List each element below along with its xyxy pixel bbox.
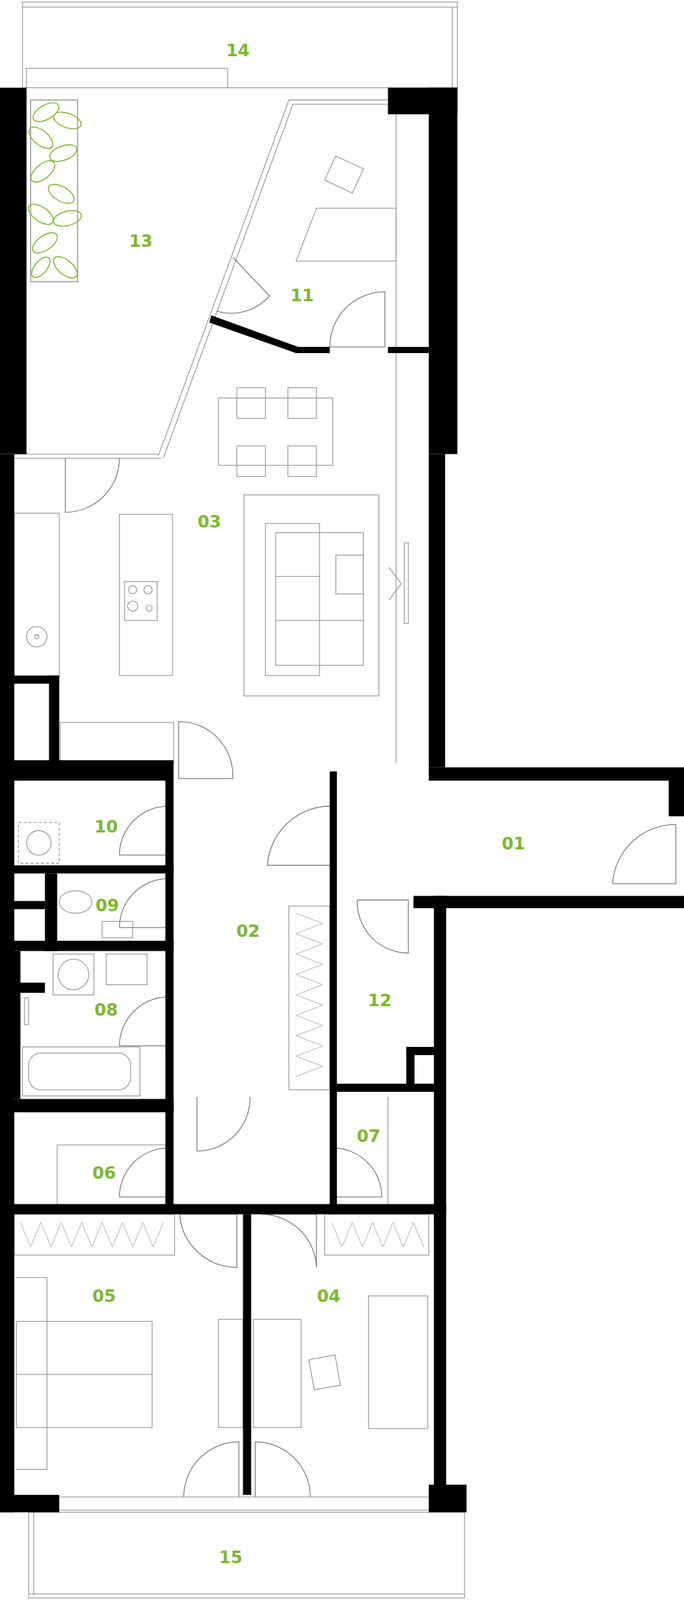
room-number: 03 <box>197 513 222 531</box>
room-number: 11 <box>290 286 315 304</box>
room-number: 02 <box>236 922 261 940</box>
room-number: 15 <box>218 1549 243 1567</box>
room-number: 05 <box>92 1287 117 1305</box>
room-number: 06 <box>92 1164 117 1182</box>
room-number: 13 <box>129 232 154 250</box>
room-number: 07 <box>357 1127 381 1145</box>
room-number: 12 <box>368 992 393 1010</box>
room-number: 10 <box>94 818 119 836</box>
room-number: 01 <box>502 834 526 852</box>
room-number: 04 <box>316 1287 341 1305</box>
room-number: 09 <box>95 897 120 915</box>
room-number: 08 <box>94 1000 119 1018</box>
room-number: 14 <box>226 41 251 59</box>
